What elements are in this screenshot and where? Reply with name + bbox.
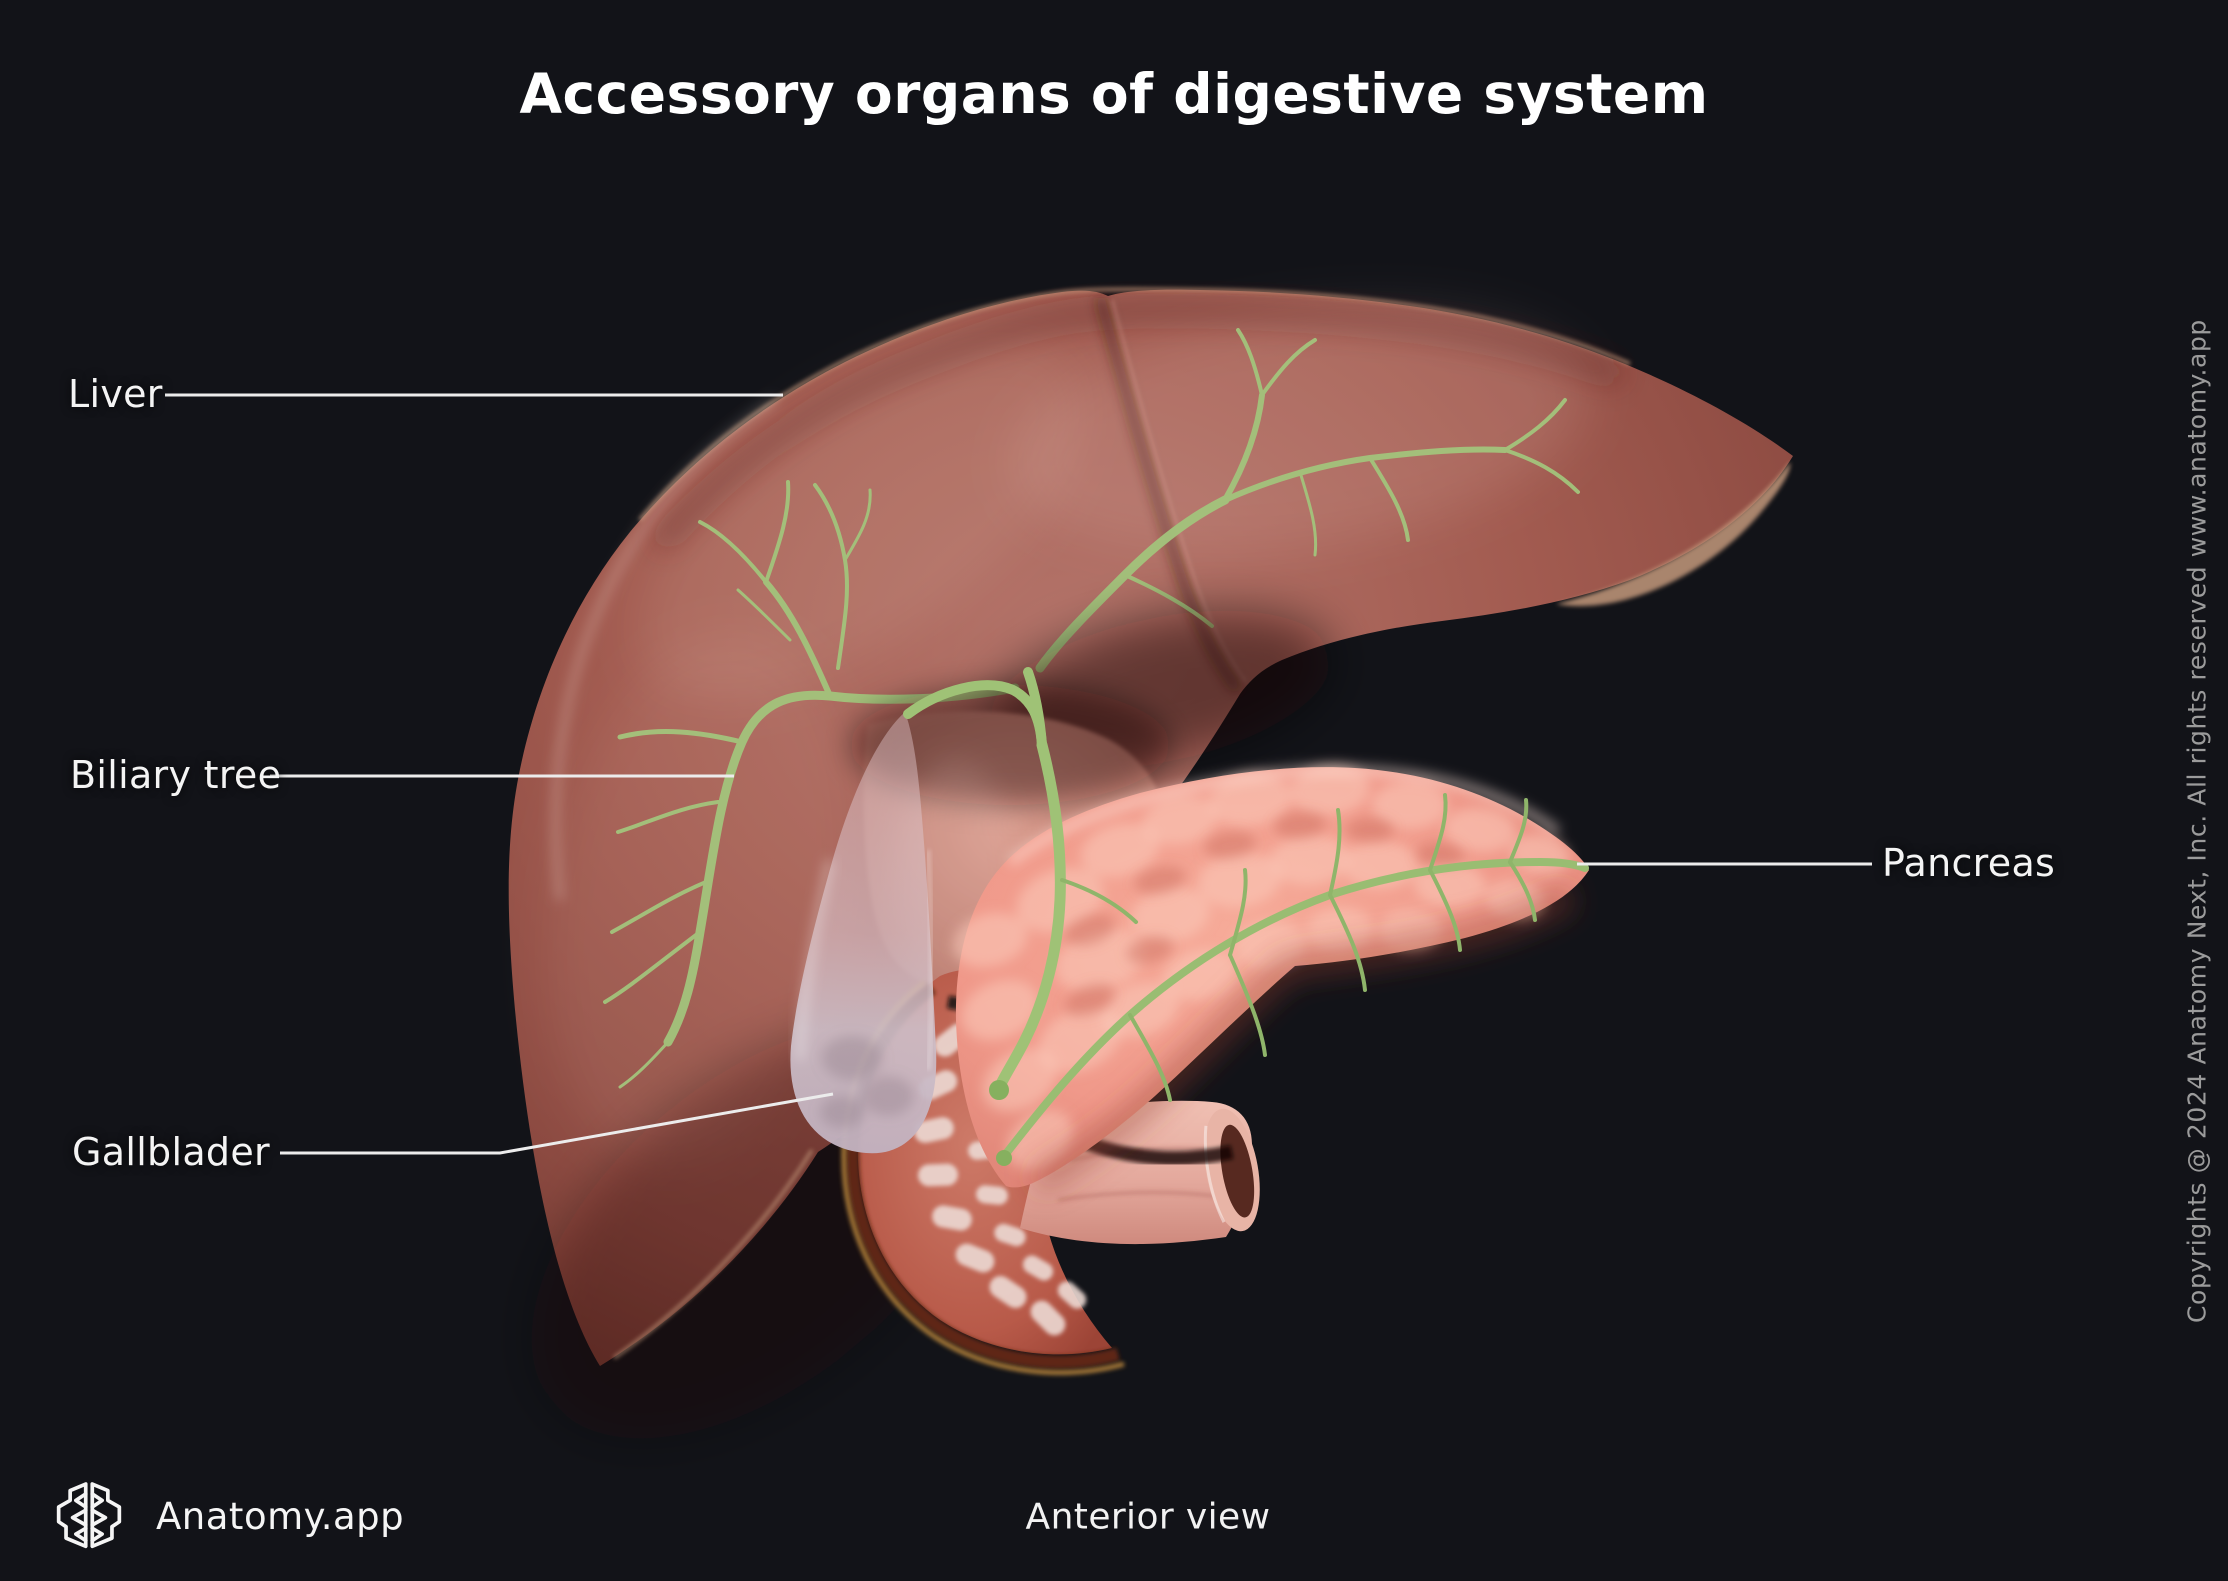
duodenum-horizontal-part xyxy=(1020,1100,1260,1245)
gallbladder-leader-line xyxy=(280,1092,834,1155)
brand-name: Anatomy.app xyxy=(156,1494,405,1538)
leader-lines xyxy=(165,393,1872,1155)
label-biliary-tree: Biliary tree xyxy=(70,753,282,798)
label-pancreas: Pancreas xyxy=(1882,841,2056,886)
copyright-text: Copyrights @ 2024 Anatomy Next, Inc. All… xyxy=(2182,319,2212,1323)
view-caption: Anterior view xyxy=(1025,1496,1271,1538)
label-gallbladder: Gallblader xyxy=(72,1130,270,1175)
bile-and-pancreatic-ducts xyxy=(903,667,1589,1166)
label-liver: Liver xyxy=(68,372,163,417)
page-title: Accessory organs of digestive system xyxy=(519,62,1709,126)
brain-logo-icon xyxy=(56,1482,122,1549)
brand-footer: Anatomy.app xyxy=(48,1472,404,1560)
biliary-tree-branches xyxy=(603,328,1580,1089)
gallbladder-shape xyxy=(790,712,937,1154)
